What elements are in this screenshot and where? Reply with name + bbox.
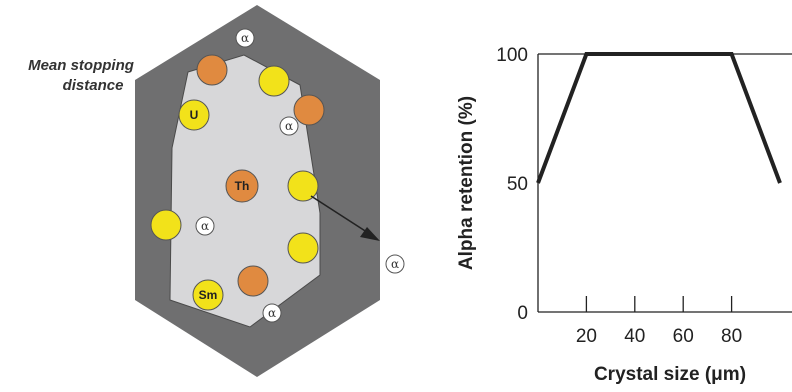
thorium-atom [225,169,259,203]
orange-atom [293,94,325,126]
samarium-atom [192,279,224,311]
svg-text:α: α [241,31,249,45]
alpha-particle: α [235,28,255,48]
y-axis-label: Alpha retention (%) [456,96,477,270]
svg-text:α: α [285,119,293,133]
ejected-alpha-particle: α [385,254,405,274]
svg-text:α: α [268,306,276,320]
yellow-atom [287,232,319,264]
orange-atom [237,265,269,297]
alpha-particle: α [279,116,299,136]
x-tick-label: 80 [721,326,742,347]
y-ticks: 0 50 100 [496,45,528,324]
x-axis-label: Crystal size (μm) [594,364,746,385]
uranium-atom [178,99,210,131]
stopping-distance-label-line2: distance [63,77,124,94]
orange-atom [196,54,228,86]
yellow-atom [150,209,182,241]
y-tick-label: 0 [517,303,528,324]
alpha-particle: α [195,216,215,236]
crystal-diagram: U Th Sm α α α α [28,5,405,377]
series-line [536,52,782,184]
stopping-distance-label-line1: Mean stopping [28,57,134,74]
y-tick-label: 100 [496,45,528,66]
x-axis-label-main: Crystal size [594,364,700,385]
x-tick-label: 40 [624,326,645,347]
y-tick-label: 50 [507,174,528,195]
alpha-retention-chart: 0 50 100 20 40 60 80 Alpha retention (%) Crys… [456,45,792,385]
yellow-atom [258,65,290,97]
thorium-label: Th [235,179,250,193]
uranium-label: U [190,108,199,122]
alpha-particle: α [262,303,282,323]
svg-text:α: α [391,257,399,271]
x-tick-label: 20 [576,326,597,347]
svg-text:α: α [201,219,209,233]
yellow-atom [287,170,319,202]
x-tick-label: 60 [673,326,694,347]
ejection-arrow-head [360,227,380,241]
x-ticks: 20 40 60 80 [576,296,742,347]
x-axis-label-unit: (μm) [705,364,746,385]
ejection-arrow-shaft [310,195,374,237]
samarium-label: Sm [199,288,218,302]
